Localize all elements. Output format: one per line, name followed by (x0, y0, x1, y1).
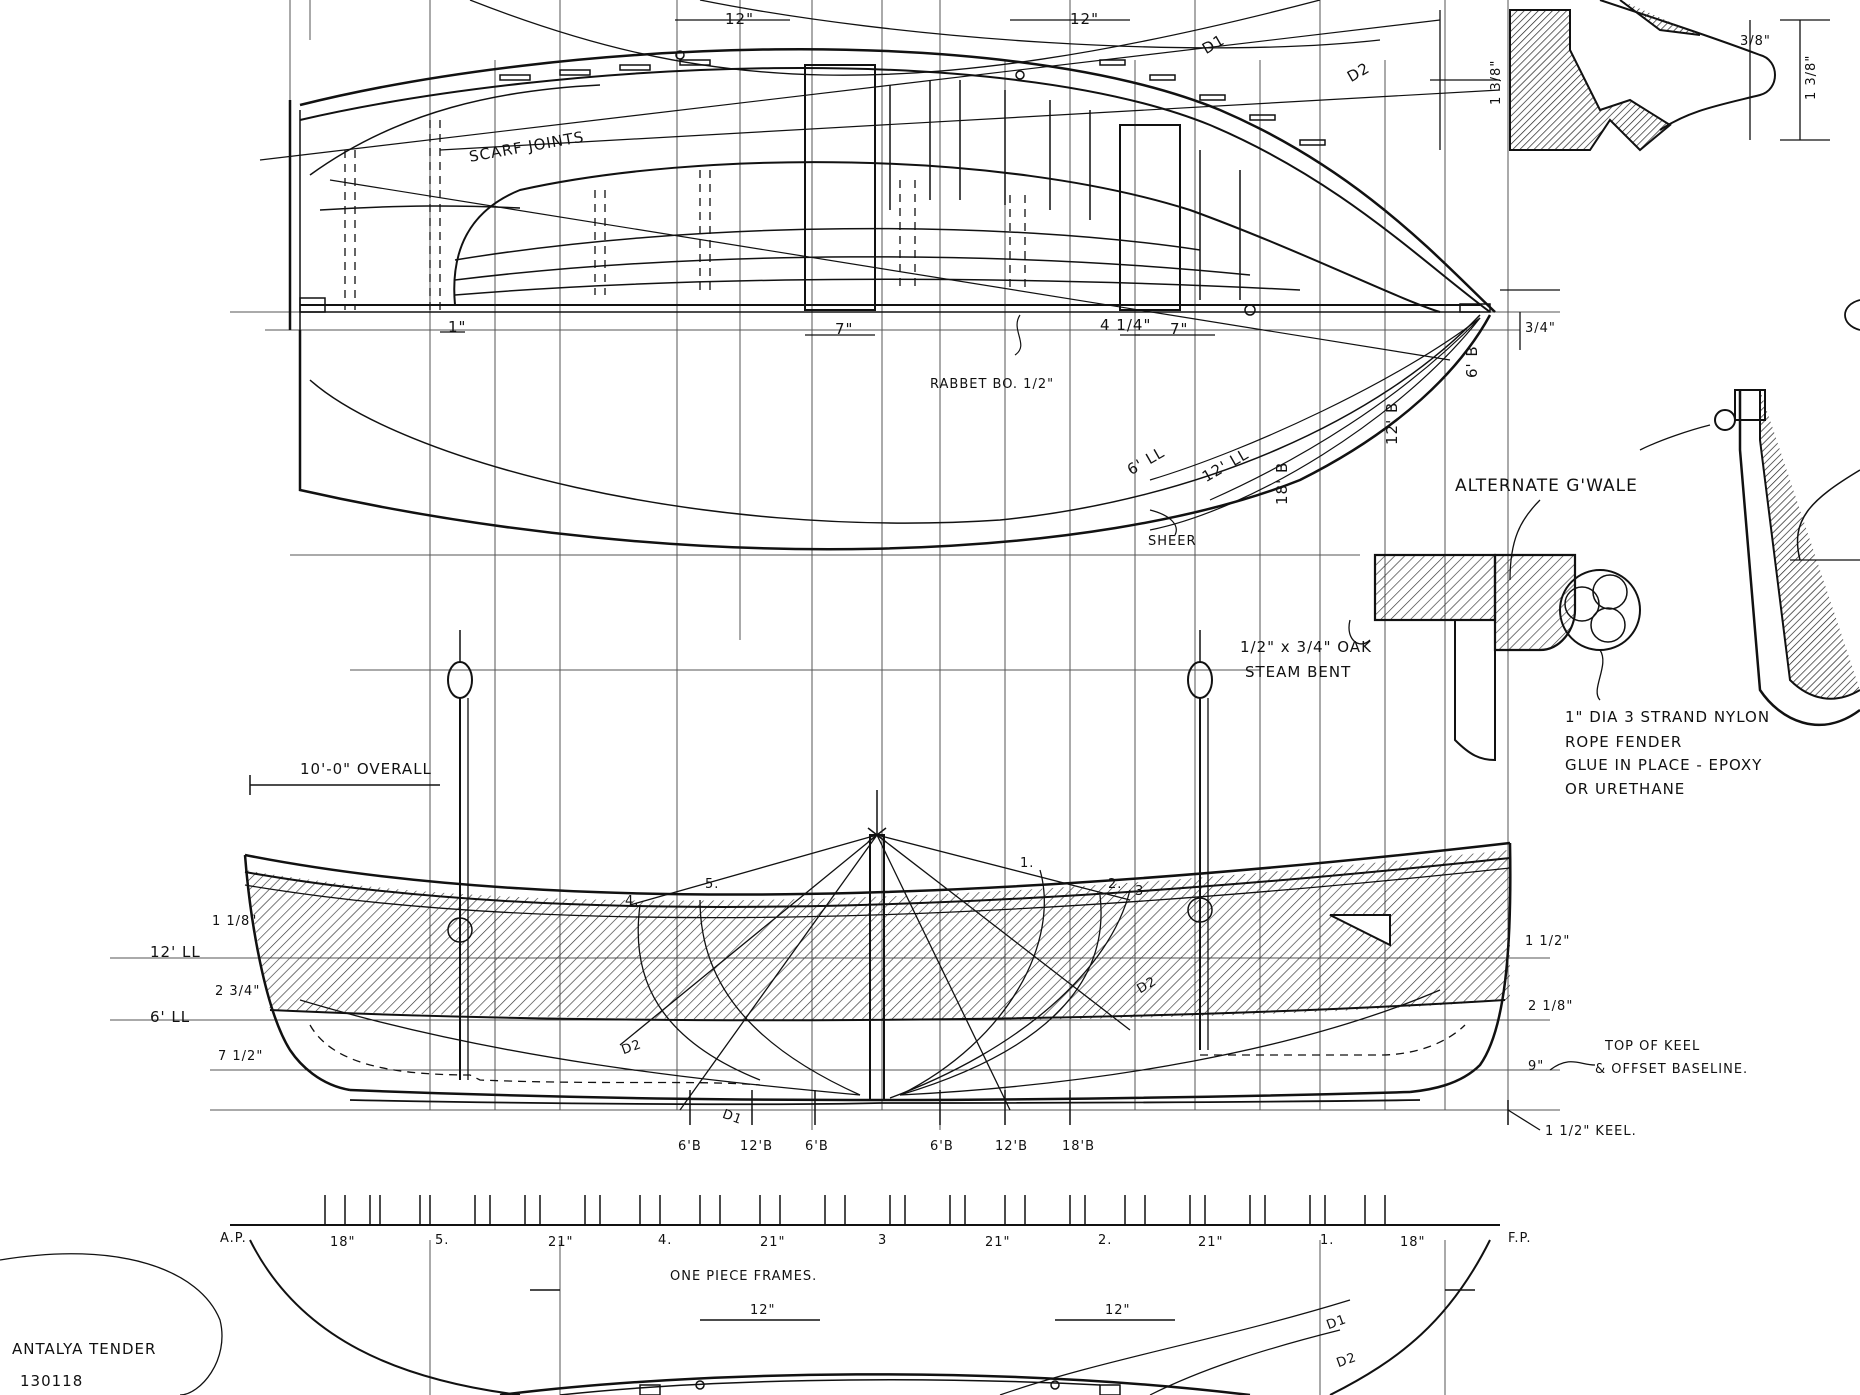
top-of-keel-line1: TOP OF KEEL (1605, 1039, 1701, 1054)
scale-station-2: 2. (1098, 1233, 1113, 1248)
frames-scale (230, 1195, 1500, 1321)
right-dim-a: 1 1/2" (1525, 934, 1571, 949)
scale-station-5: 5. (435, 1233, 450, 1248)
section-dim-a: 1 3/8" (1489, 59, 1504, 105)
scale-spacing-2: 21" (548, 1235, 574, 1250)
overall-length-label: 10'-0" OVERALL (300, 760, 432, 778)
buttock-2: 12'B (740, 1139, 774, 1154)
steam-bent-line2: STEAM BENT (1245, 663, 1352, 681)
scale-station-4: 4. (658, 1233, 673, 1248)
keel-label: 1 1/2" KEEL. (1545, 1124, 1637, 1139)
eighteen-b-plan-label: 18' B (1273, 461, 1291, 505)
fender-note-line3: GLUE IN PLACE - EPOXY (1565, 756, 1763, 774)
design-number: 130118 (20, 1372, 84, 1390)
profile-station-1: 1. (1020, 856, 1035, 871)
scale-spacing-5: 21" (1198, 1235, 1224, 1250)
buttock-1: 6'B (678, 1139, 702, 1154)
section-dim-c: 3/8" (1740, 34, 1771, 49)
buttock-3: 6'B (805, 1139, 829, 1154)
profile-station-3: 3 (1135, 884, 1145, 899)
profile-view (243, 630, 1596, 1131)
scale-spacing-4: 21" (985, 1235, 1011, 1250)
lower-plan-view (0, 1239, 1491, 1395)
left-dim-b: 2 3/4" (215, 984, 261, 999)
plan-dim-top-right: 12" (1070, 10, 1099, 28)
scale-spacing-1: 18" (330, 1235, 356, 1250)
six-b-plan-label: 6' B (1463, 345, 1481, 378)
plan-dim-bottom-mid3: 7" (1170, 320, 1189, 338)
plan-dim-bottom-mid1: 7" (835, 320, 854, 338)
left-dim-c: 7 1/2" (218, 1049, 264, 1064)
three-quarter-dim: 3/4" (1525, 321, 1556, 336)
buttock-6: 18'B (1062, 1139, 1096, 1154)
twelve-b-plan-label: 12' B (1383, 401, 1401, 445)
plan-view (259, 0, 1501, 551)
plan-dim-bottom-mid2: 4 1/4" (1100, 316, 1152, 334)
lower-dim-right: 12" (1105, 1303, 1131, 1318)
section-dim-b: 1 3/8" (1804, 54, 1819, 100)
profile-station-2: 2. (1108, 877, 1123, 892)
alternate-gwale-label: ALTERNATE G'WALE (1455, 476, 1638, 496)
right-dim-b: 2 1/8" (1528, 999, 1574, 1014)
aft-perpendicular-label: A.P. (220, 1231, 247, 1246)
buttock-5: 12'B (995, 1139, 1029, 1154)
forward-perpendicular-label: F.P. (1508, 1231, 1532, 1246)
steam-bent-line1: 1/2" x 3/4" OAK (1240, 638, 1372, 656)
scale-spacing-6: 18" (1400, 1235, 1426, 1250)
left-dim-a: 1 1/8" (212, 914, 258, 929)
scale-spacing-3: 21" (760, 1235, 786, 1250)
sheer-label: SHEER (1148, 534, 1197, 549)
six-ll-profile-label: 6' LL (150, 1008, 191, 1026)
scale-station-1: 1. (1320, 1233, 1335, 1248)
profile-station-4: 4. (625, 894, 640, 909)
rabbet-label: RABBET BO. 1/2" (930, 377, 1055, 392)
lower-dim-left: 12" (750, 1303, 776, 1318)
gunwale-sections (1348, 0, 1860, 762)
right-dim-c: 9" (1528, 1059, 1545, 1074)
buttock-4: 6'B (930, 1139, 954, 1154)
profile-station-5: 5. (705, 877, 720, 892)
plan-dim-bottom-left: 1" (448, 318, 467, 336)
plan-dim-top-left: 12" (725, 10, 754, 28)
scale-station-3: 3 (878, 1233, 888, 1248)
fender-note-line1: 1" DIA 3 STRAND NYLON (1565, 708, 1771, 726)
top-of-keel-line2: & OFFSET BASELINE. (1595, 1062, 1749, 1077)
one-piece-frames-label: ONE PIECE FRAMES. (670, 1269, 818, 1284)
design-name: ANTALYA TENDER (12, 1340, 157, 1358)
fender-note-line2: ROPE FENDER (1565, 733, 1683, 751)
fender-note-line4: OR URETHANE (1565, 780, 1686, 798)
twelve-ll-profile-label: 12' LL (150, 943, 201, 961)
